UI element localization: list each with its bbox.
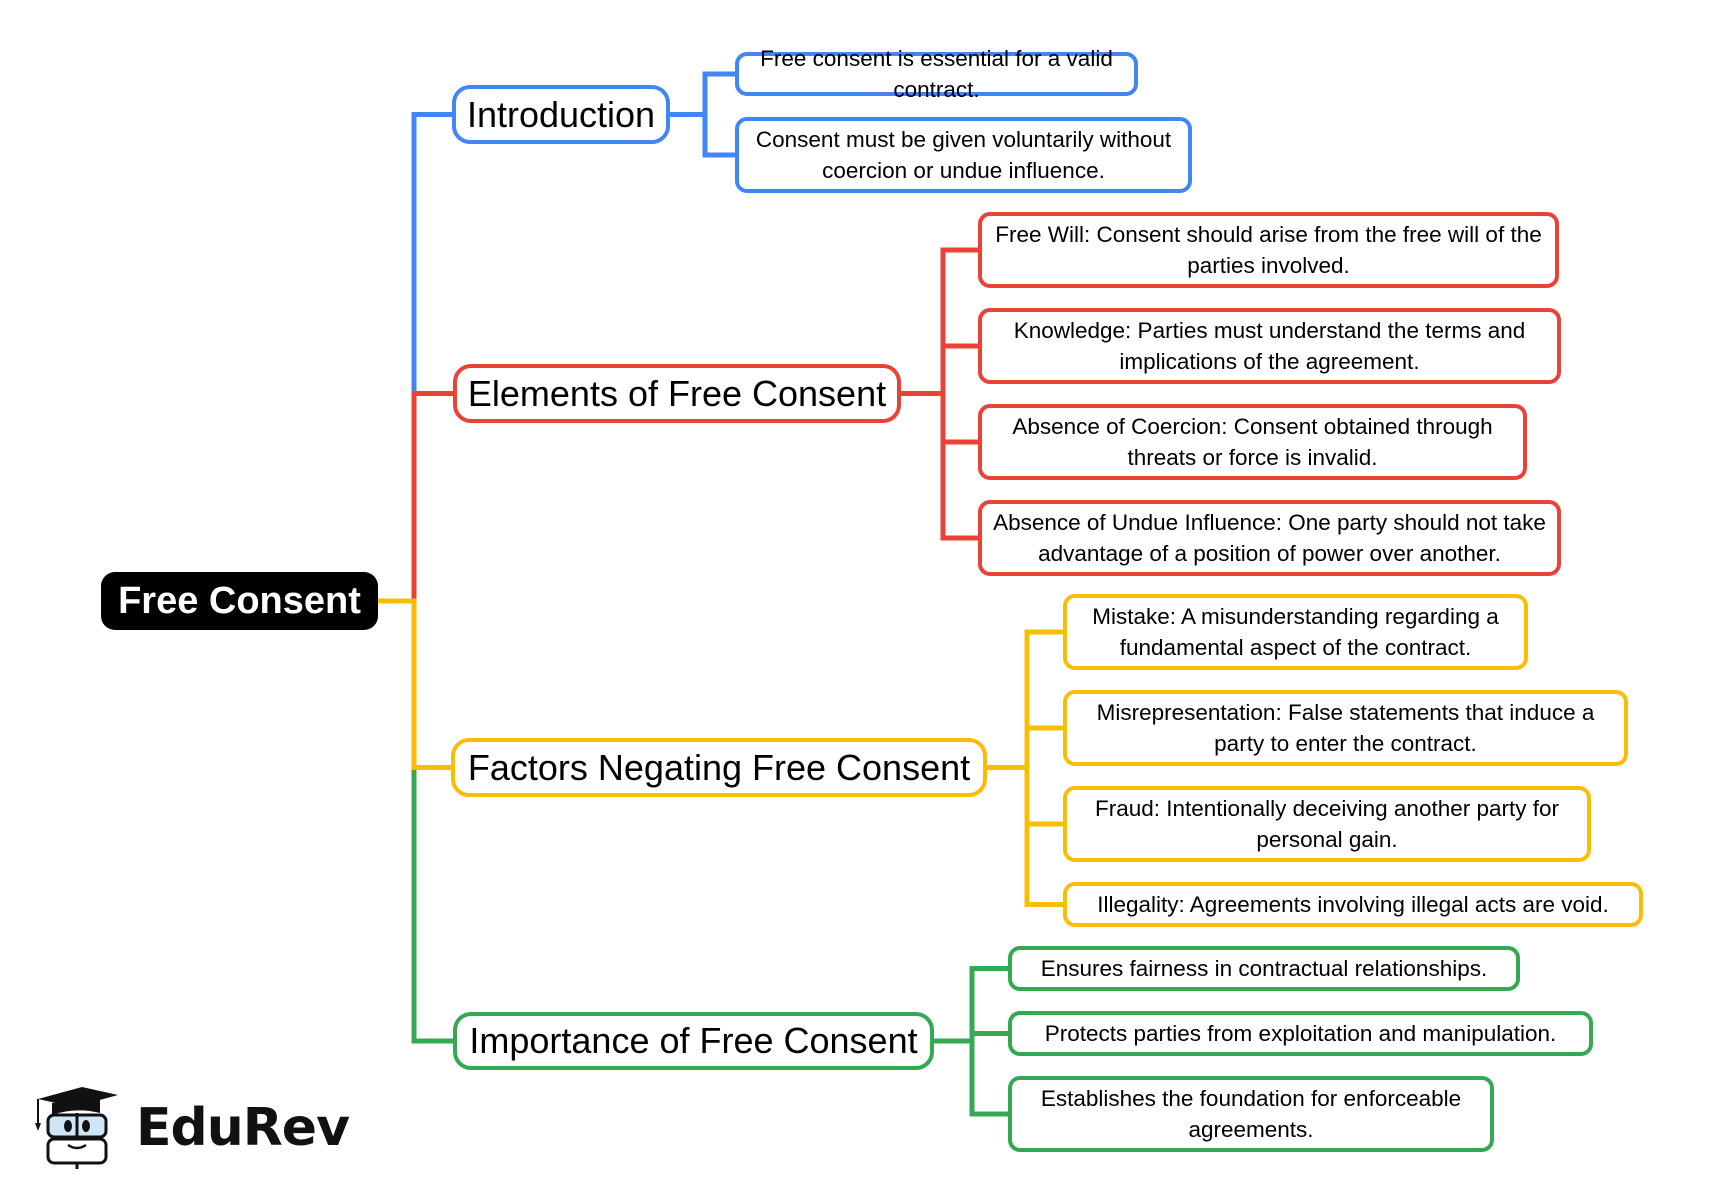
leaf-elements-free-will[interactable]: Free Will: Consent should arise from the… [978, 212, 1559, 288]
edurev-logo: EduRev [30, 1085, 350, 1171]
leaf-factors-mistake[interactable]: Mistake: A misunderstanding regarding a … [1063, 594, 1528, 670]
leaf-elements-knowledge[interactable]: Knowledge: Parties must understand the t… [978, 308, 1561, 384]
branch-importance[interactable]: Importance of Free Consent [453, 1012, 934, 1070]
leaf-factors-fraud[interactable]: Fraud: Intentionally deceiving another p… [1063, 786, 1591, 862]
leaf-factors-illegality[interactable]: Illegality: Agreements involving illegal… [1063, 882, 1643, 927]
graduation-cap-mascot-icon [35, 1087, 118, 1169]
branch-introduction[interactable]: Introduction [452, 85, 670, 144]
leaf-importance-foundation[interactable]: Establishes the foundation for enforceab… [1008, 1076, 1494, 1152]
branch-factors[interactable]: Factors Negating Free Consent [451, 738, 987, 797]
branch-elements[interactable]: Elements of Free Consent [453, 364, 901, 423]
leaf-introduction-2[interactable]: Consent must be given voluntarily withou… [735, 117, 1192, 193]
leaf-introduction-1[interactable]: Free consent is essential for a valid co… [735, 46, 1138, 102]
root-node[interactable]: Free Consent [101, 572, 378, 630]
leaf-elements-undue-influence[interactable]: Absence of Undue Influence: One party sh… [978, 500, 1561, 576]
leaf-importance-protects[interactable]: Protects parties from exploitation and m… [1008, 1011, 1593, 1056]
leaf-factors-misrepresentation[interactable]: Misrepresentation: False statements that… [1063, 690, 1628, 766]
leaf-importance-fairness[interactable]: Ensures fairness in contractual relation… [1008, 946, 1520, 991]
edurev-logo-text: EduRev [136, 1098, 350, 1158]
leaf-elements-coercion[interactable]: Absence of Coercion: Consent obtained th… [978, 404, 1527, 480]
